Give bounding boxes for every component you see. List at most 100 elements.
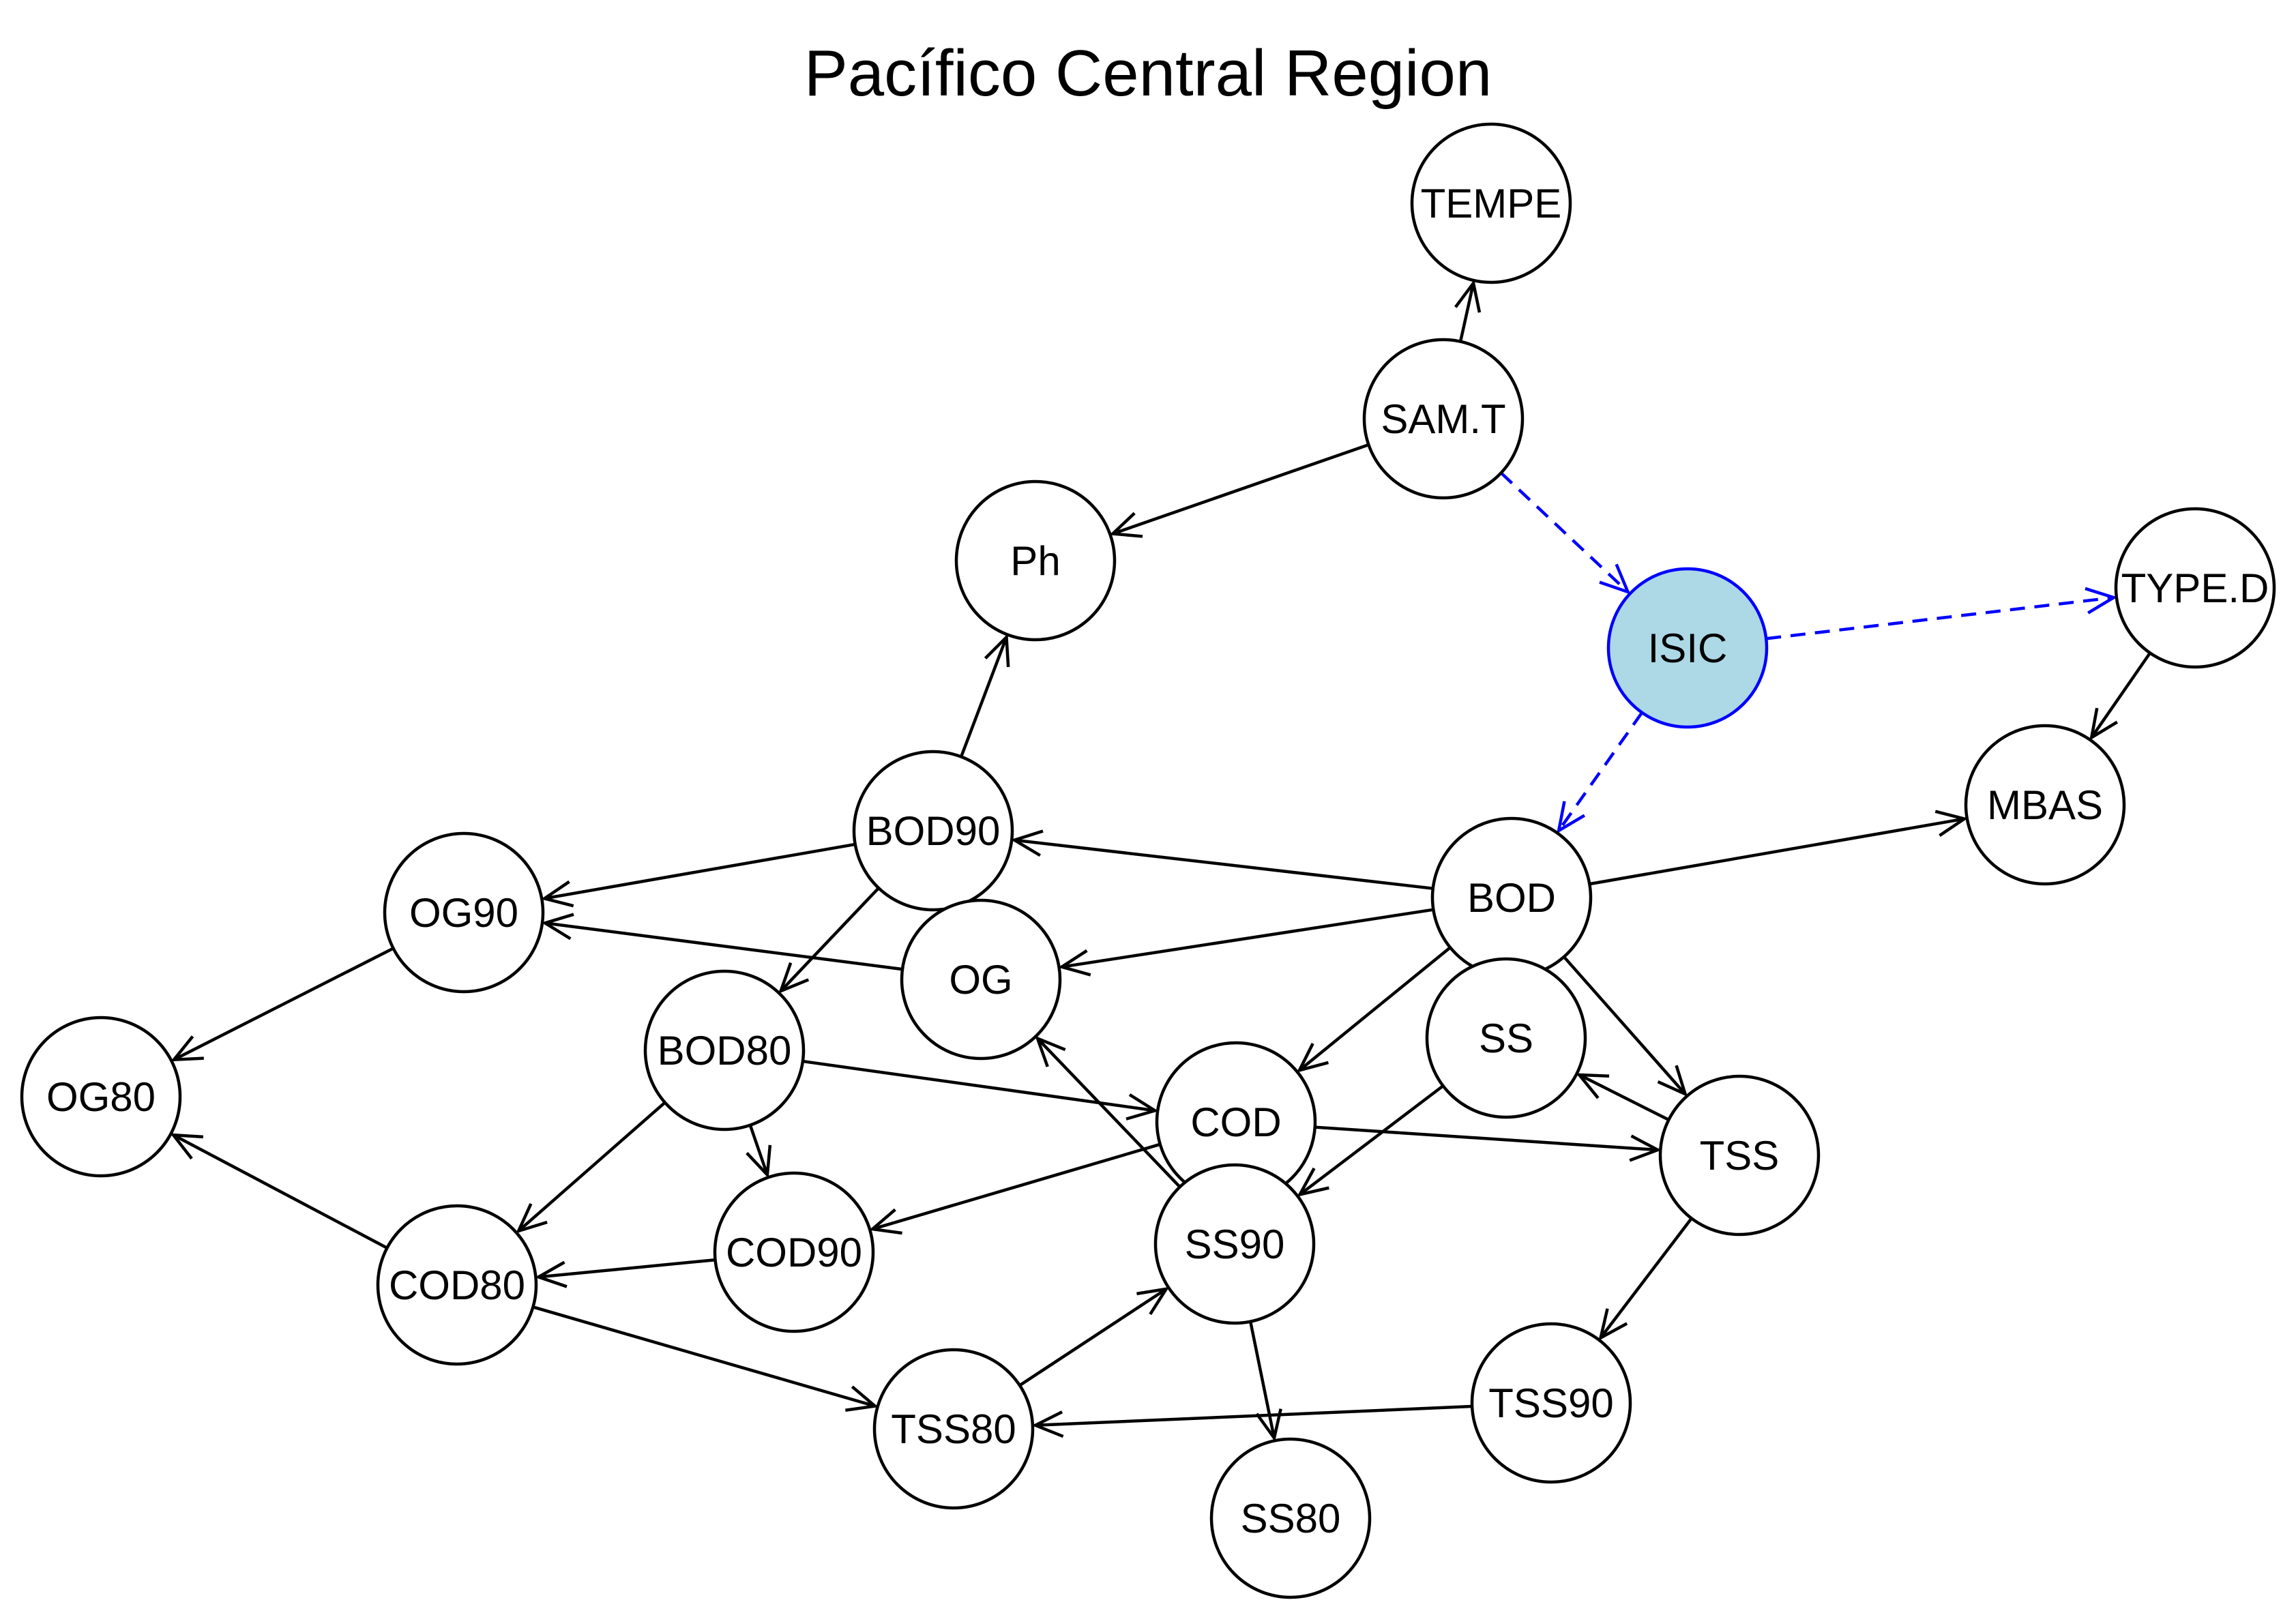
arrowhead (778, 962, 810, 994)
edge-line (872, 1142, 1161, 1231)
node-circle (1470, 1322, 1632, 1484)
node-tss: TSS (1658, 1074, 1821, 1237)
edge-tss90-to-tss80 (1031, 1404, 1473, 1438)
arrowhead (516, 1203, 548, 1234)
node-label: COD (1190, 1099, 1281, 1145)
edge-isic-to-typed (1765, 587, 2118, 640)
node-circle (872, 1348, 1035, 1510)
arrowhead (1031, 1410, 1064, 1438)
arrowhead (1058, 949, 1091, 977)
edge-line (1014, 838, 1434, 890)
arrowhead (1629, 1134, 1662, 1162)
edge-isic-to-bod (1556, 711, 1644, 834)
node-label: TSS (1700, 1133, 1780, 1179)
node-circle (1410, 122, 1572, 284)
node-ss80: SS80 (1209, 1437, 1372, 1599)
edge-line (1563, 956, 1687, 1095)
node-circle (383, 831, 545, 994)
arrowhead (1454, 279, 1482, 313)
node-ss: SS (1425, 957, 1587, 1119)
node-isic: ISIC (1606, 567, 1769, 729)
edge-line (1599, 1217, 1693, 1339)
arrowhead (868, 1208, 902, 1235)
edge-og-to-og90 (541, 913, 903, 971)
arrowhead (1255, 1408, 1282, 1442)
node-samt: SAM.T (1362, 338, 1525, 500)
node-label: BOD80 (658, 1028, 792, 1074)
edge-bod90-to-bod80 (778, 887, 880, 994)
node-label: TEMPE (1421, 181, 1562, 226)
edge-line (780, 887, 880, 992)
edge-line (544, 842, 856, 900)
edge-ss-to-ss90 (1297, 1084, 1444, 1197)
edge-cod90-to-cod80 (534, 1258, 716, 1288)
edge-line (802, 1059, 1156, 1112)
edge-line (538, 1258, 716, 1279)
edge-line (748, 1124, 769, 1176)
edge-bod80-to-cod80 (516, 1101, 666, 1234)
node-label: SS (1479, 1016, 1533, 1061)
node-circle (1362, 338, 1525, 500)
edge-samt-to-tempe (1454, 279, 1482, 342)
node-circle (1606, 567, 1769, 729)
node-og80: OG80 (20, 1016, 182, 1178)
node-label: BOD90 (866, 808, 1001, 854)
arrowhead (2089, 707, 2118, 741)
node-label: SS90 (1185, 1222, 1285, 1267)
edge-tss-to-tss90 (1598, 1217, 1693, 1341)
arrowhead (1657, 1065, 1688, 1097)
edge-line (1589, 817, 1965, 886)
node-mbas: MBAS (1964, 724, 2126, 886)
node-og: OG (900, 898, 1062, 1061)
node-label: Ph (1010, 538, 1060, 584)
edge-line (1112, 443, 1370, 535)
node-label: COD90 (726, 1230, 862, 1275)
arrowhead (1576, 1073, 1610, 1099)
node-cod90: COD90 (713, 1171, 875, 1333)
edge-line (1248, 1321, 1276, 1438)
arrowhead (541, 913, 574, 941)
edge-cod80-to-tss80 (532, 1305, 879, 1412)
node-label: COD80 (389, 1262, 525, 1308)
node-cod80: COD80 (376, 1204, 538, 1366)
edge-line (1298, 946, 1452, 1071)
node-circle (1153, 1163, 1316, 1325)
edge-bod-to-cod (1296, 946, 1452, 1073)
diagram-title: Pacífico Central Region (804, 37, 1492, 110)
edge-line (173, 1134, 388, 1249)
arrowhead (540, 880, 574, 908)
node-tempe: TEMPE (1410, 122, 1572, 284)
arrowhead (984, 634, 1010, 668)
arrowhead (1297, 1167, 1329, 1197)
node-circle (1964, 724, 2126, 886)
node-label: TSS90 (1488, 1380, 1613, 1426)
edge-typed-to-mbas (2089, 652, 2151, 741)
arrowhead (1934, 810, 1969, 838)
arrowhead (1010, 829, 1044, 857)
arrowhead (1125, 1093, 1159, 1121)
node-label: MBAS (1987, 782, 2103, 828)
node-label: OG90 (409, 890, 518, 936)
edge-line (173, 947, 394, 1061)
node-circle (852, 750, 1014, 912)
node-cod: COD (1155, 1041, 1317, 1203)
node-circle (2114, 507, 2276, 669)
edge-bod80-to-cod90 (746, 1124, 772, 1179)
edge-line (1018, 1288, 1167, 1387)
node-label: OG (949, 957, 1012, 1003)
arrowhead (2085, 587, 2118, 615)
node-circle (713, 1171, 875, 1333)
node-circle (20, 1016, 182, 1178)
node-label: TYPE.D (2121, 565, 2269, 611)
edge-line (1035, 1404, 1473, 1427)
edge-og90-to-og80 (171, 947, 394, 1062)
node-label: SAM.T (1381, 396, 1505, 442)
edge-samt-to-isic (1500, 471, 1631, 595)
edge-bod-to-tss (1563, 956, 1688, 1097)
node-circle (643, 969, 806, 1131)
edge-bod-to-mbas (1589, 810, 1969, 886)
arrowhead (534, 1260, 568, 1288)
node-bod80: BOD80 (643, 969, 806, 1131)
edge-cod-to-cod90 (868, 1142, 1161, 1235)
arrowhead (844, 1385, 879, 1412)
